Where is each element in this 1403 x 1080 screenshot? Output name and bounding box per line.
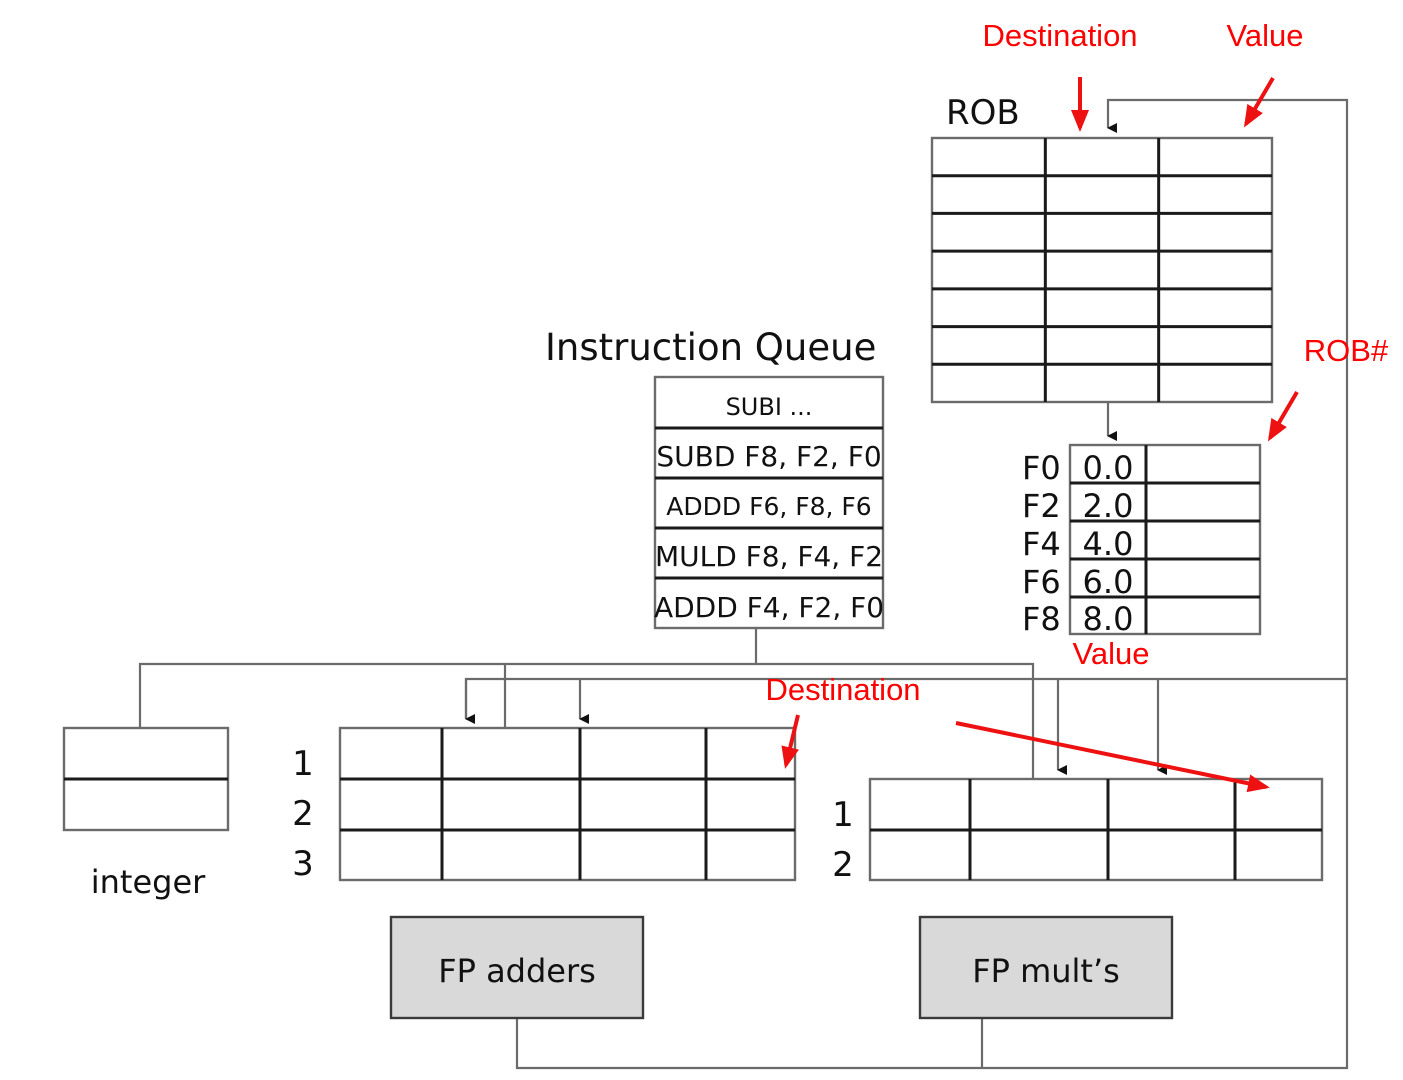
annotation-rob-value: Value (1227, 18, 1304, 53)
iq-entry: MULD F8, F4, F2 (655, 540, 883, 573)
iq-entry: SUBI ... (726, 393, 813, 421)
arrow-reg-rob-number-icon (1267, 390, 1299, 442)
register-name: F6 (1022, 563, 1061, 601)
register-row: F4 4.0 (1022, 525, 1133, 563)
fp-adders-unit: FP adders (389, 915, 645, 1020)
wires (138, 98, 1349, 1070)
issue-bus (138, 662, 1035, 779)
fp-adder-reservation-stations: 1 2 3 (292, 726, 797, 884)
rs-row-number: 1 (832, 795, 854, 835)
annotation-reg-value: Value (1073, 636, 1150, 671)
register-row: F8 8.0 (1022, 600, 1133, 638)
register-file: F0 0.0 F2 2.0 F4 4.0 F6 6.0 F8 8.0 (1022, 443, 1262, 638)
rs-row-number: 1 (292, 744, 314, 784)
cdb-return-bus (515, 98, 1349, 1070)
fp-mult-reservation-stations: 1 2 (832, 777, 1324, 885)
integer-unit (62, 726, 230, 832)
register-value: 4.0 (1083, 525, 1134, 563)
rob-table (930, 136, 1274, 404)
iq-entry: SUBD F8, F2, F0 (656, 440, 881, 473)
fp-adders-label: FP adders (438, 952, 596, 990)
iq-entry: ADDD F6, F8, F6 (666, 492, 871, 521)
arrow-rs-mult-destination-icon (955, 721, 1270, 793)
annotations: Destination Value ROB# Value Destination (765, 18, 1389, 793)
register-value: 8.0 (1083, 600, 1134, 638)
annotation-reg-rob-number: ROB# (1304, 333, 1389, 368)
annotation-rob-destination: Destination (982, 18, 1137, 53)
register-row: F2 2.0 (1022, 487, 1133, 525)
register-row: F6 6.0 (1022, 563, 1133, 601)
fp-mults-label: FP mult’s (972, 952, 1120, 990)
register-value: 0.0 (1083, 449, 1134, 487)
register-value: 6.0 (1083, 563, 1134, 601)
rs-row-number: 3 (292, 844, 314, 884)
rob-title: ROB (946, 93, 1020, 133)
iq-entry: ADDD F4, F2, F0 (654, 591, 884, 624)
arrow-rob-value-icon (1243, 76, 1275, 128)
register-row: F0 0.0 (1022, 449, 1133, 487)
rs-row-number: 2 (832, 845, 854, 885)
fp-mults-unit: FP mult’s (918, 915, 1174, 1020)
integer-label: integer (91, 863, 206, 901)
register-value: 2.0 (1083, 487, 1134, 525)
register-name: F0 (1022, 449, 1061, 487)
register-name: F2 (1022, 487, 1061, 525)
instruction-queue-title: Instruction Queue (545, 326, 876, 369)
rs-row-number: 2 (292, 794, 314, 834)
register-name: F8 (1022, 600, 1061, 638)
annotation-rs-destination: Destination (765, 672, 920, 707)
register-name: F4 (1022, 525, 1061, 563)
instruction-queue: SUBI ... SUBD F8, F2, F0 ADDD F6, F8, F6… (653, 375, 885, 630)
arrow-rs-destination-icon (781, 714, 800, 769)
